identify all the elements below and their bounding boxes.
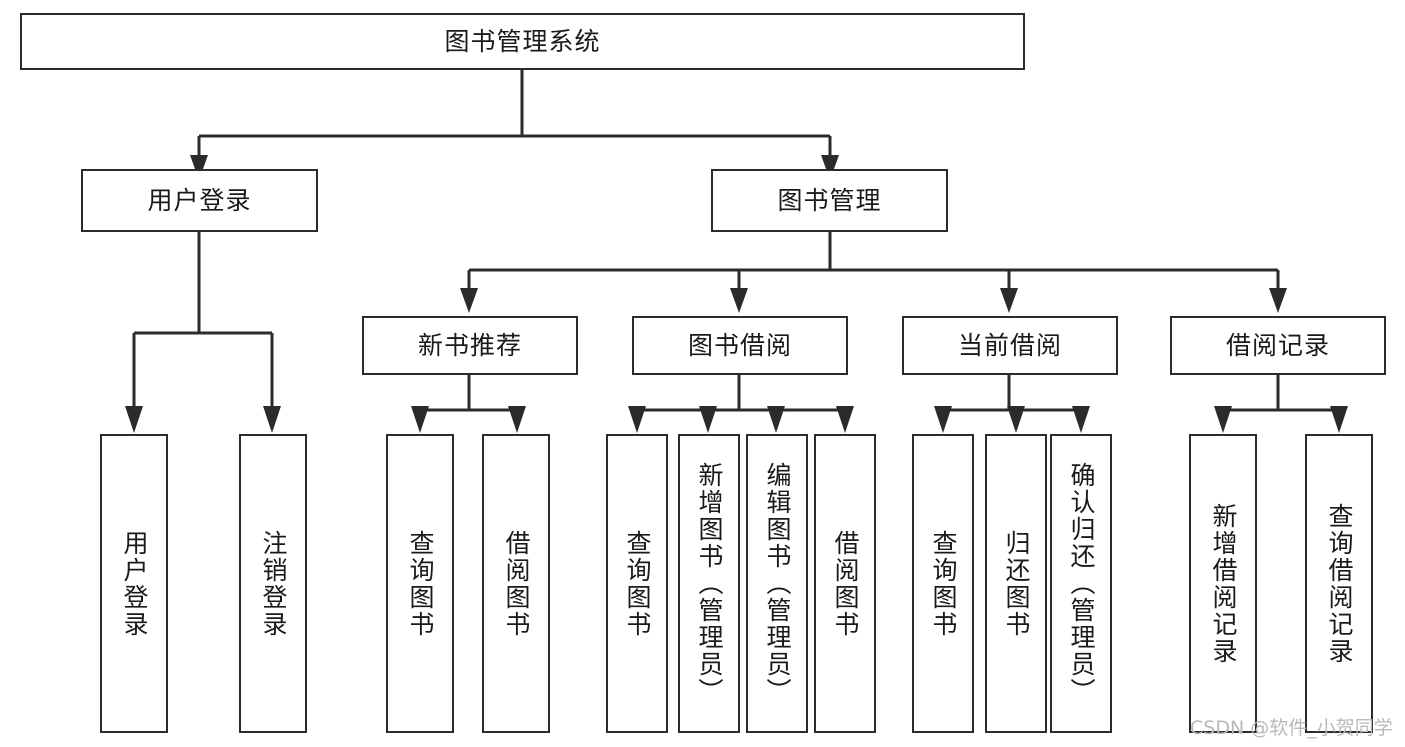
node-leaf-user-login[interactable]: 用户登录: [100, 434, 168, 733]
node-leaf-logout[interactable]: 注销登录: [239, 434, 307, 733]
node-current-borrow[interactable]: 当前借阅: [902, 316, 1118, 375]
node-new-book-rec[interactable]: 新书推荐: [362, 316, 578, 375]
node-leaf-add-record[interactable]: 新增借阅记录: [1189, 434, 1257, 733]
leaf-label: 注销登录: [259, 529, 288, 638]
node-root-label: 图书管理系统: [444, 26, 601, 56]
node-book-borrow[interactable]: 图书借阅: [632, 316, 848, 375]
node-leaf-return-book[interactable]: 归还图书: [985, 434, 1047, 733]
node-leaf-query-record[interactable]: 查询借阅记录: [1305, 434, 1373, 733]
node-user-login-label: 用户登录: [147, 185, 252, 215]
leaf-label: 查询借阅记录: [1325, 502, 1354, 665]
node-borrow-record-label: 借阅记录: [1225, 330, 1330, 360]
leaf-label: 新增图书（管理员）: [695, 462, 724, 705]
node-book-manage-label: 图书管理: [777, 185, 882, 215]
node-leaf-borrow-book-1[interactable]: 借阅图书: [482, 434, 550, 733]
node-leaf-query-book-1[interactable]: 查询图书: [386, 434, 454, 733]
leaf-label: 用户登录: [120, 529, 149, 638]
leaf-label: 查询图书: [623, 529, 652, 638]
node-leaf-confirm-return[interactable]: 确认归还（管理员）: [1050, 434, 1112, 733]
node-leaf-query-book-3[interactable]: 查询图书: [912, 434, 974, 733]
leaf-label: 编辑图书（管理员）: [763, 462, 792, 705]
node-user-login[interactable]: 用户登录: [81, 169, 318, 232]
node-leaf-query-book-2[interactable]: 查询图书: [606, 434, 668, 733]
node-borrow-record[interactable]: 借阅记录: [1170, 316, 1386, 375]
leaf-label: 查询图书: [929, 529, 958, 638]
leaf-label: 借阅图书: [831, 529, 860, 638]
node-leaf-edit-book[interactable]: 编辑图书（管理员）: [746, 434, 808, 733]
node-book-borrow-label: 图书借阅: [687, 330, 792, 360]
node-current-borrow-label: 当前借阅: [957, 330, 1062, 360]
node-leaf-borrow-book-2[interactable]: 借阅图书: [814, 434, 876, 733]
csdn-watermark: CSDN @软件_小贺同学: [1190, 717, 1393, 739]
node-root[interactable]: 图书管理系统: [20, 13, 1025, 70]
leaf-label: 新增借阅记录: [1209, 502, 1238, 665]
leaf-label: 归还图书: [1002, 529, 1031, 638]
leaf-label: 借阅图书: [502, 529, 531, 638]
node-book-manage[interactable]: 图书管理: [711, 169, 948, 232]
node-leaf-add-book[interactable]: 新增图书（管理员）: [678, 434, 740, 733]
leaf-label: 查询图书: [406, 529, 435, 638]
node-new-book-rec-label: 新书推荐: [417, 330, 522, 360]
leaf-label: 确认归还（管理员）: [1067, 462, 1096, 705]
